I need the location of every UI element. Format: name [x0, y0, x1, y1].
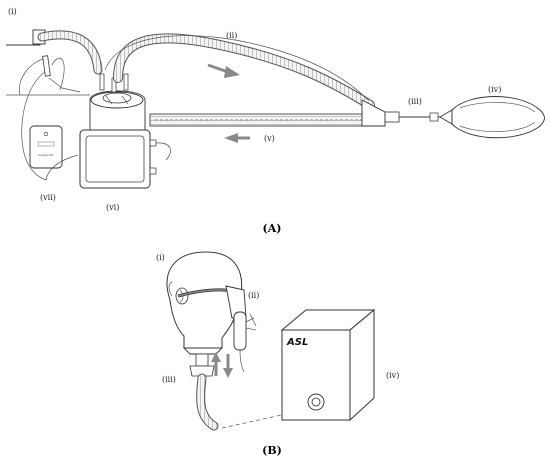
- flow-arrow-expiratory: [224, 133, 250, 143]
- temperature-probe: [42, 55, 81, 93]
- label-b-iv: (iv): [386, 371, 399, 380]
- label-b-ii: (ii): [248, 291, 259, 300]
- oxygen-monitor: Inspire RC: [29, 125, 63, 169]
- panel-a-caption: (A): [263, 222, 282, 235]
- mannequin-head: [166, 251, 243, 377]
- label-a-iii: (iii): [408, 97, 422, 106]
- expiratory-tube: [149, 113, 373, 127]
- breathing-bag: [399, 96, 545, 139]
- humidifier-unit: [45, 73, 171, 189]
- y-piece: [361, 99, 400, 127]
- label-a-ii: (ii): [226, 31, 237, 40]
- label-b-iii: (iii): [162, 375, 176, 384]
- panel-a: Inspire RC: [6, 7, 545, 235]
- panel-b-caption: (B): [262, 444, 282, 457]
- flow-arrow-inspiratory: [207, 63, 240, 78]
- face-mask: [177, 285, 247, 319]
- panel-b: ASL (i) (ii) (iii) (iv) (B): [156, 251, 399, 457]
- label-a-iv: (iv): [488, 85, 501, 94]
- label-a-vii: (vii): [40, 193, 56, 202]
- sampling-device: [233, 311, 257, 373]
- label-a-i: (i): [8, 7, 17, 16]
- label-a-vi: (vi): [106, 203, 119, 212]
- monitor-label: Inspire RC: [38, 153, 53, 157]
- label-b-i: (i): [156, 253, 165, 262]
- sampling-line: [104, 35, 369, 101]
- label-a-v: (v): [264, 134, 275, 143]
- asl-simulator: ASL: [280, 308, 376, 422]
- asl-label: ASL: [286, 337, 308, 348]
- flow-arrows-vertical: [211, 352, 233, 378]
